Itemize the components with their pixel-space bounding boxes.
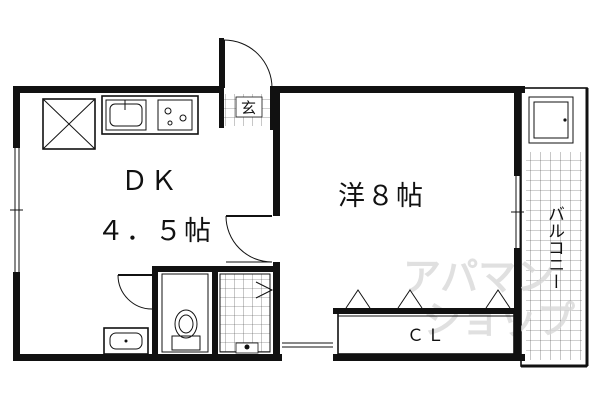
western-room-label: 洋８帖 — [338, 181, 425, 212]
watermark: アパマン ショップ — [403, 255, 575, 342]
refrigerator-space — [42, 98, 96, 150]
toilet-icon — [171, 309, 201, 351]
toilet-room — [161, 273, 209, 353]
interior-walls — [152, 86, 515, 361]
entrance-label: 玄 — [241, 99, 256, 117]
shower-room — [219, 273, 274, 354]
closet-label: ＣＬ — [407, 326, 447, 346]
entrance: 玄 — [219, 38, 276, 130]
washroom-door — [117, 274, 153, 310]
dk-door — [225, 215, 273, 263]
balcony-tiles — [526, 152, 582, 360]
left-window — [10, 148, 23, 272]
drain-icon — [244, 344, 250, 350]
dk-room-label: ＤＫ — [121, 166, 179, 197]
entrance-door-swing — [223, 39, 273, 89]
balcony-label: バルコニー — [544, 205, 564, 290]
shower-door-icon — [255, 281, 274, 299]
washbasin-icon — [103, 327, 149, 355]
balcony-window — [511, 176, 524, 248]
watermark-line-1: アパマン — [403, 255, 554, 299]
closet-doors — [345, 289, 511, 309]
bottom-window — [282, 342, 333, 348]
dk-size-label: ４．５帖 — [97, 216, 213, 247]
sink-icon — [105, 99, 147, 131]
kitchen-counter — [42, 95, 199, 150]
stove-icon — [157, 99, 193, 131]
balcony: バルコニー — [520, 87, 589, 368]
watermark-line-2: ショップ — [423, 298, 575, 342]
air-conditioner-icon — [528, 96, 574, 144]
